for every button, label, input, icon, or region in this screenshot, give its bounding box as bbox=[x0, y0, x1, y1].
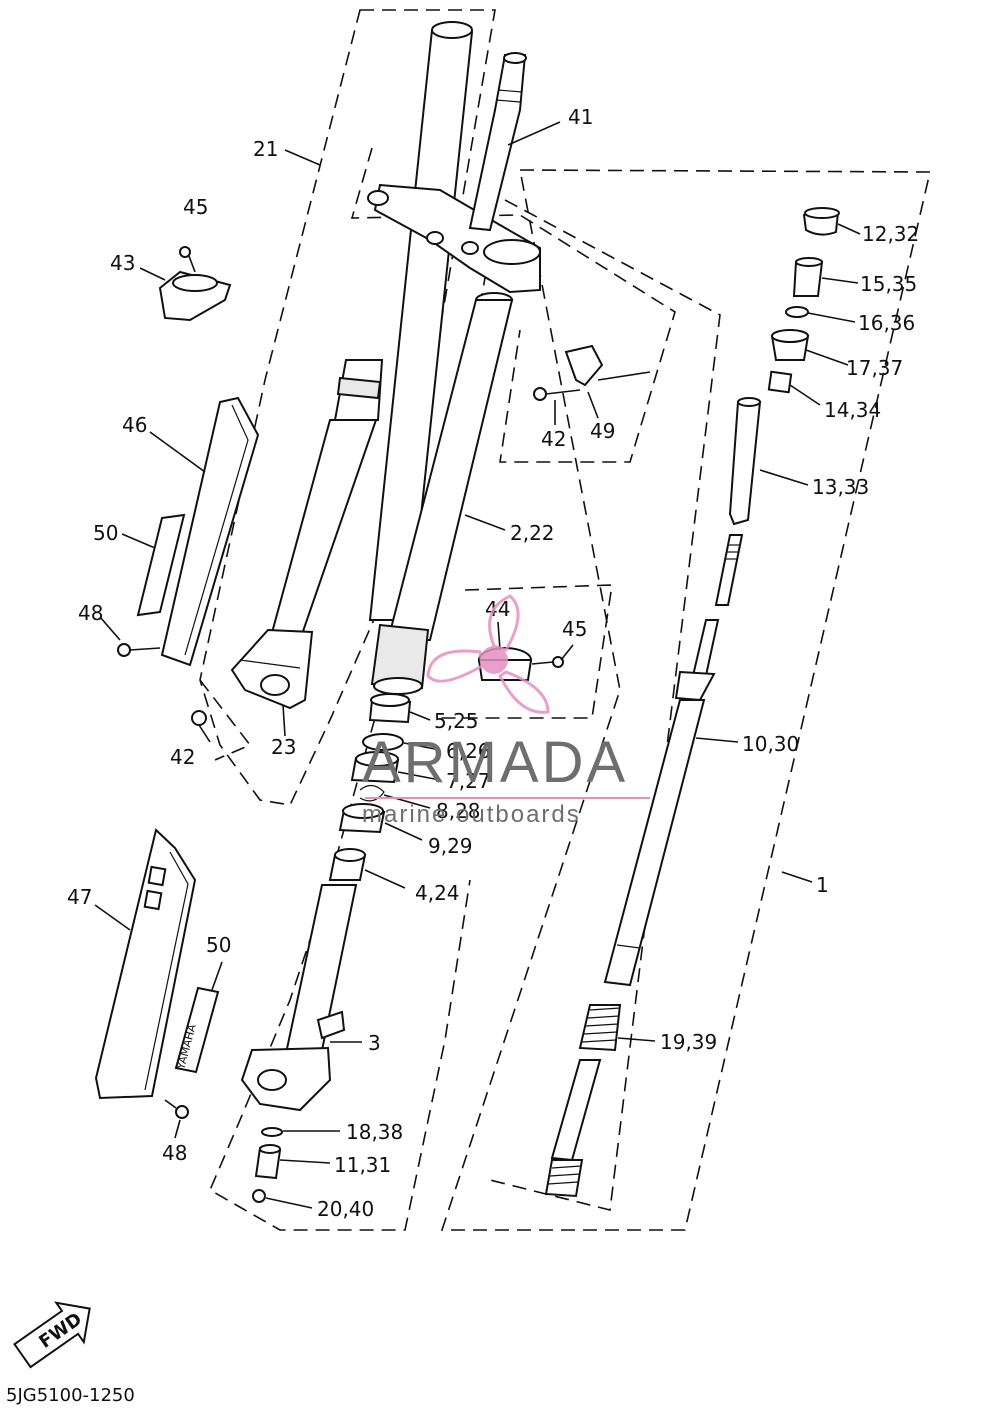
callout-16-36: 16,36 bbox=[858, 311, 915, 335]
callout-7-27: 7,27 bbox=[446, 769, 491, 793]
locknut-14 bbox=[767, 370, 793, 394]
bolt-42-left bbox=[191, 710, 211, 743]
damper-collar-10 bbox=[674, 670, 716, 702]
inner-tube-2 bbox=[370, 292, 514, 695]
upper-triple-clamp bbox=[367, 183, 541, 294]
fork-guard-46 bbox=[117, 396, 260, 667]
callout-50: 50 bbox=[93, 521, 118, 545]
callout-6-26: 6,26 bbox=[446, 739, 491, 763]
outer-tube-group-outline bbox=[199, 9, 496, 806]
callout-23: 23 bbox=[271, 735, 296, 759]
bushing-4 bbox=[328, 848, 367, 881]
callout-4-24: 4,24 bbox=[415, 881, 460, 905]
fwd-arrow-icon: FWD bbox=[13, 1301, 91, 1369]
callout-2-22: 2,22 bbox=[510, 521, 555, 545]
callout-42: 42 bbox=[170, 745, 195, 769]
guard-46-outline bbox=[199, 679, 252, 761]
callout-15-35: 15,35 bbox=[860, 272, 917, 296]
callout-43: 43 bbox=[110, 251, 135, 275]
callout-19-39: 19,39 bbox=[660, 1030, 717, 1054]
damper-rod-10 bbox=[603, 699, 706, 987]
callout-9-29: 9,29 bbox=[428, 834, 473, 858]
upper-clamp-group-outline bbox=[350, 147, 676, 463]
callout-12-32: 12,32 bbox=[862, 222, 919, 246]
drawing-code: 5JG5100-1250 bbox=[6, 1385, 135, 1406]
inner-tube-bottom-3 bbox=[240, 884, 358, 1112]
callout-48: 48 bbox=[162, 1141, 187, 1165]
callout-18-38: 18,38 bbox=[346, 1120, 403, 1144]
callout-50: 50 bbox=[206, 933, 231, 957]
callout-13-33: 13,33 bbox=[812, 475, 869, 499]
fork-guard-47 bbox=[94, 828, 220, 1119]
callout-10-30: 10,30 bbox=[742, 732, 799, 756]
damper-group-outline bbox=[440, 169, 932, 1231]
cable-guide-49 bbox=[533, 344, 651, 401]
callout-47: 47 bbox=[67, 885, 92, 909]
callout-42: 42 bbox=[541, 427, 566, 451]
yamaha-decal-50 bbox=[174, 986, 220, 1074]
callout-41: 41 bbox=[568, 105, 593, 129]
callout-labels: 21 41 45 43 46 50 48 42 23 42 49 2,22 44… bbox=[67, 105, 919, 1221]
o-ring-18 bbox=[261, 1127, 283, 1137]
callout-48: 48 bbox=[78, 601, 103, 625]
washer-6 bbox=[362, 733, 404, 751]
rod-13 bbox=[728, 401, 762, 526]
callout-8-28: 8,28 bbox=[436, 799, 481, 823]
spring-19 bbox=[544, 1004, 622, 1198]
armada-watermark: ARMADA marine outboards bbox=[362, 594, 650, 828]
o-ring-16 bbox=[785, 306, 809, 318]
callout-46: 46 bbox=[122, 413, 147, 437]
outer-tube-21 bbox=[230, 21, 474, 710]
callout-45: 45 bbox=[183, 195, 208, 219]
steering-stem-41 bbox=[468, 52, 527, 232]
callout-17-37: 17,37 bbox=[846, 356, 903, 380]
callout-1: 1 bbox=[816, 873, 829, 897]
callout-45: 45 bbox=[562, 617, 587, 641]
propeller-logo-icon bbox=[426, 594, 550, 714]
damper-assembly bbox=[544, 207, 840, 1198]
watermark-tagline: marine outboards bbox=[362, 801, 581, 828]
callout-3: 3 bbox=[368, 1031, 381, 1055]
callout-11-31: 11,31 bbox=[334, 1153, 391, 1177]
collar-15 bbox=[792, 261, 824, 297]
fork-seal-stack bbox=[338, 693, 412, 834]
clamp-44-outline bbox=[437, 584, 613, 719]
callout-49: 49 bbox=[590, 419, 615, 443]
inner-tube-group-outline bbox=[208, 249, 491, 1231]
callout-44: 44 bbox=[485, 597, 510, 621]
watermark-brand: ARMADA bbox=[362, 730, 628, 795]
callout-5-25: 5,25 bbox=[434, 709, 479, 733]
callout-21: 21 bbox=[253, 137, 278, 161]
callout-14-34: 14,34 bbox=[824, 398, 881, 422]
callout-20-40: 20,40 bbox=[317, 1197, 374, 1221]
clip-8 bbox=[359, 784, 385, 802]
bolt-20 bbox=[252, 1189, 266, 1203]
bottom-small-parts bbox=[252, 1127, 283, 1203]
fork-clamp-43 bbox=[158, 246, 232, 322]
leader-lines bbox=[94, 121, 861, 1209]
